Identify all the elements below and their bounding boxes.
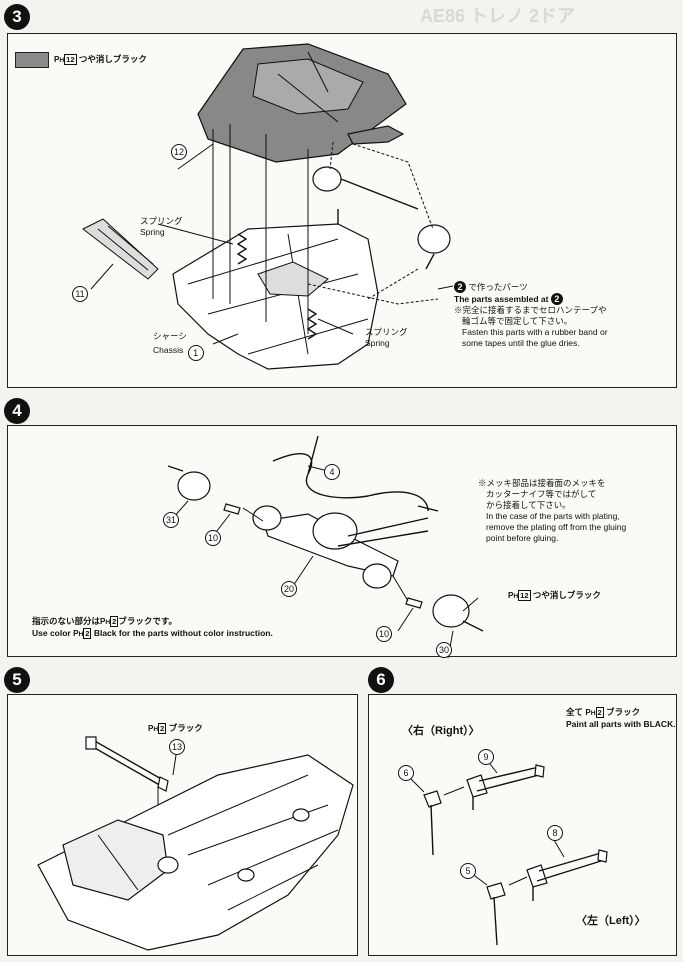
plating-note: ※メッキ部品は接着面のメッキを カッターナイフ等ではがして から接着して下さい。…	[478, 478, 626, 544]
brake-line-part	[272, 435, 439, 512]
step-3-number: 3	[4, 4, 30, 30]
step-6-diagram	[406, 759, 608, 946]
lower-hub	[417, 224, 451, 254]
step-4-diagram	[167, 435, 484, 659]
note-jp-1: ※完全に接着するまでセロハンテープや	[454, 305, 607, 315]
assembled-en: The parts assembled at	[454, 294, 549, 304]
strut-bar-part	[92, 739, 164, 788]
paint-code-badge: 2	[595, 707, 604, 718]
rod-part-8	[536, 852, 602, 882]
note-en-1: Fasten this parts with a rubber band or	[462, 327, 608, 337]
part-label-8: 8	[547, 825, 563, 841]
note-en-2: some tapes until the glue dries.	[462, 338, 580, 348]
part-label-9: 9	[478, 749, 494, 765]
part-label-10a: 10	[205, 530, 221, 546]
part-label-30: 30	[436, 642, 452, 658]
nocolor-en-pre: Use color	[32, 628, 71, 638]
nocolor-jp-post: ブラックです。	[118, 616, 177, 626]
spring-lower	[306, 308, 318, 340]
upper-hub	[312, 166, 342, 192]
part-label-13: 13	[169, 739, 185, 755]
paint-text: つや消しブラック	[532, 590, 601, 600]
spring-en-upper: Spring	[140, 227, 165, 237]
chassis-label: シャーシ Chassis 1	[153, 331, 204, 361]
left-side-label: 〈左（Left）〉	[576, 915, 646, 927]
step-4-panel: 4 31 10 20 10 30 ※メッキ部品は接着面のメッキを カッターナイフ…	[7, 425, 677, 659]
plating-jp-2: カッターナイフ等ではがして	[486, 489, 597, 499]
spring-upper	[236, 233, 248, 265]
part-label-4: 4	[324, 464, 340, 480]
note-jp-2: 輪ゴム等で固定して下さい。	[462, 316, 573, 326]
arm-part-6	[423, 790, 442, 808]
paint-code-badge: 12	[518, 590, 531, 601]
spring-label-upper: スプリング Spring	[140, 216, 183, 238]
part-label-11: 11	[72, 286, 88, 302]
plating-jp-3: から接着して下さい。	[486, 500, 571, 510]
part-11	[82, 218, 159, 280]
spring-jp-lower: スプリング	[365, 327, 408, 337]
part-label-12: 12	[171, 144, 187, 160]
right-side-label: 〈右（Right）〉	[402, 725, 480, 737]
drum-30	[432, 594, 470, 628]
all-en: Paint all parts with BLACK.	[566, 719, 676, 729]
step-2-ref-icon: 2	[454, 281, 466, 293]
all-jp-pre: 全て	[566, 707, 584, 717]
rod-part-9	[476, 766, 540, 792]
part-label-6: 6	[398, 765, 414, 781]
part-label-20: 20	[281, 581, 297, 597]
spring-en-lower: Spring	[365, 338, 390, 348]
step-2-ref-icon-en: 2	[550, 293, 563, 305]
paint-text: ブラック	[168, 723, 203, 733]
plating-en-3: point before gluing.	[486, 533, 559, 543]
spring-jp-upper: スプリング	[140, 216, 183, 226]
paint-code-badge: 2	[110, 616, 119, 627]
paint-code-badge: 12	[64, 54, 77, 65]
legend-text: つや消しブラック	[78, 54, 147, 64]
paint-code-badge: 2	[158, 723, 167, 734]
assembly-note: 2 で作ったパーツ The parts assembled at 2 ※完全に接…	[454, 281, 608, 349]
nocolor-jp-pre: 指示のない部分は	[32, 616, 101, 626]
step-4-number: 4	[4, 398, 30, 424]
bleed-header-text: AE86 トレノ 2ドア	[420, 6, 576, 26]
chassis-en: Chassis	[153, 345, 184, 355]
part-label-10b: 10	[376, 626, 392, 642]
step-6-number: 6	[368, 667, 394, 693]
arm-part-5	[486, 882, 506, 900]
arm-part-8	[526, 864, 548, 888]
part-label-31: 31	[163, 512, 179, 528]
chassis-part-number: 1	[187, 345, 204, 361]
part-label-5: 5	[460, 863, 476, 879]
step-5-number: 5	[4, 667, 30, 693]
made-in-jp: で作ったパーツ	[468, 282, 528, 292]
plating-en-2: remove the plating off from the gluing	[486, 522, 627, 532]
paint-code-badge-en: 2	[83, 628, 92, 639]
plating-jp-1: ※メッキ部品は接着面のメッキを	[478, 478, 606, 488]
drum-31	[177, 471, 211, 501]
step-5-diagram	[37, 736, 354, 951]
spring-label-lower: スプリング Spring	[365, 327, 408, 349]
all-jp-post: ブラック	[606, 707, 641, 717]
nocolor-en-post: Black for the parts without color instru…	[93, 628, 273, 638]
color-swatch-gray	[15, 52, 49, 68]
plating-en-1: In the case of the parts with plating,	[486, 511, 620, 521]
chassis-jp: シャーシ	[153, 331, 187, 341]
step-3-diagram	[82, 43, 454, 370]
